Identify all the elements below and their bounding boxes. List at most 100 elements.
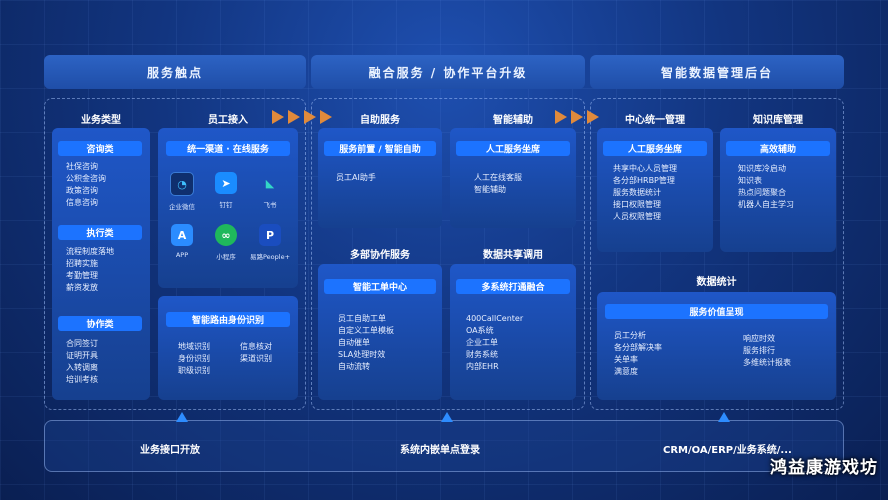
list-item: 考勤管理 bbox=[66, 271, 98, 280]
group-consult-list: 社保咨询 公积金咨询 政策咨询 信息咨询 bbox=[66, 161, 106, 209]
header-service-touchpoints: 服务触点 bbox=[44, 55, 306, 89]
list-item: 招聘实施 bbox=[66, 259, 98, 268]
app-label: 企业微信 bbox=[169, 203, 195, 211]
list-item: 渠道识别 bbox=[240, 354, 272, 363]
central-title: 中心统一管理 bbox=[625, 115, 685, 126]
list-item: 知识库冷启动 bbox=[738, 164, 786, 173]
app-feishu[interactable]: ◣ 飞书 bbox=[248, 172, 292, 210]
business-types-card bbox=[52, 128, 150, 400]
app-label: 小程序 bbox=[216, 253, 236, 261]
list-item: 关单率 bbox=[614, 355, 638, 364]
list-item: 人工在线客服 bbox=[474, 173, 522, 182]
employee-access-title: 员工接入 bbox=[208, 115, 248, 126]
list-item: SLA处理时效 bbox=[338, 350, 386, 359]
list-item: 政策咨询 bbox=[66, 186, 98, 195]
list-item: 员工自助工单 bbox=[338, 314, 386, 323]
up-arrow-icon bbox=[718, 412, 730, 422]
data-share-list: 400CallCenter OA系统 企业工单 财务系统 内部EHR bbox=[466, 313, 523, 373]
list-item: 薪资发放 bbox=[66, 283, 98, 292]
list-item: 热点问题聚合 bbox=[738, 188, 786, 197]
list-item: 社保咨询 bbox=[66, 162, 98, 171]
list-item: 企业工单 bbox=[466, 338, 498, 347]
bottom-label-systems: CRM/OA/ERP/业务系统/... bbox=[663, 445, 792, 456]
app-miniprogram[interactable]: ∞ 小程序 bbox=[204, 224, 248, 261]
group-collab-pill: 协作类 bbox=[58, 316, 142, 331]
appstore-icon: A bbox=[171, 224, 193, 246]
list-item: 各分部HRBP管理 bbox=[613, 176, 675, 185]
feishu-icon: ◣ bbox=[265, 176, 275, 190]
app-label: APP bbox=[175, 251, 189, 259]
bottom-bar bbox=[44, 420, 844, 472]
list-item: 多维统计报表 bbox=[743, 358, 791, 367]
self-service-pill: 服务前置 / 智能自助 bbox=[324, 141, 436, 156]
miniprogram-icon: ∞ bbox=[215, 224, 237, 246]
list-item: 接口权限管理 bbox=[613, 200, 661, 209]
list-item: 400CallCenter bbox=[466, 314, 524, 323]
list-item: 信息咨询 bbox=[66, 198, 98, 207]
watermark: 鸿益康游戏坊 bbox=[770, 458, 878, 478]
list-item: 身份识别 bbox=[178, 354, 210, 363]
list-item: 公积金咨询 bbox=[66, 174, 106, 183]
up-arrow-icon bbox=[441, 412, 453, 422]
multi-collab-pill: 智能工单中心 bbox=[324, 279, 436, 294]
flow-arrow bbox=[272, 110, 284, 124]
app-label: 飞书 bbox=[263, 201, 277, 209]
flow-arrow bbox=[571, 110, 583, 124]
data-share-title: 数据共享调用 bbox=[483, 250, 543, 261]
app-label: 钉钉 bbox=[219, 201, 233, 209]
flow-arrow bbox=[304, 110, 316, 124]
stats-pill: 服务价值呈现 bbox=[605, 304, 828, 319]
list-item: 知识表 bbox=[738, 176, 762, 185]
routing-pill: 智能路由身份识别 bbox=[166, 312, 290, 327]
list-item: 自动催单 bbox=[338, 338, 370, 347]
list-item: 合同签订 bbox=[66, 339, 98, 348]
list-item: OA系统 bbox=[466, 326, 494, 335]
smart-assist-pill: 人工服务坐席 bbox=[456, 141, 570, 156]
knowledge-list: 知识库冷启动 知识表 热点问题聚合 机器人自主学习 bbox=[738, 163, 794, 211]
self-service-list: 员工AI助手 bbox=[336, 172, 376, 184]
group-consult-pill: 咨询类 bbox=[58, 141, 142, 156]
stats-list-left: 员工分析 各分部解决率 关单率 满意度 bbox=[614, 330, 662, 378]
bottom-label-sso: 系统内嵌单点登录 bbox=[400, 445, 480, 456]
list-item: 财务系统 bbox=[466, 350, 498, 359]
wecom-icon: ◔ bbox=[170, 172, 194, 196]
list-item: 服务排行 bbox=[743, 346, 775, 355]
list-item: 入转调离 bbox=[66, 363, 98, 372]
list-item: 地域识别 bbox=[178, 342, 210, 351]
list-item: 员工AI助手 bbox=[336, 173, 376, 182]
list-item: 自动流转 bbox=[338, 362, 370, 371]
list-item: 员工分析 bbox=[614, 331, 646, 340]
list-item: 信息核对 bbox=[240, 342, 272, 351]
channel-pill: 统一渠道 · 在线服务 bbox=[166, 141, 290, 156]
header-data-backend: 智能数据管理后台 bbox=[590, 55, 844, 89]
list-item: 智能辅助 bbox=[474, 185, 506, 194]
section-backend bbox=[590, 98, 844, 410]
app-label: 易路People+ bbox=[249, 253, 291, 261]
bottom-label-api: 业务接口开放 bbox=[140, 445, 200, 456]
self-service-title: 自助服务 bbox=[360, 115, 400, 126]
routing-list-right: 信息核对 渠道识别 bbox=[240, 341, 272, 365]
list-item: 共享中心人员管理 bbox=[613, 164, 677, 173]
central-pill: 人工服务坐席 bbox=[603, 141, 707, 156]
list-item: 内部EHR bbox=[466, 362, 499, 371]
list-item: 自定义工单模板 bbox=[338, 326, 394, 335]
group-execute-pill: 执行类 bbox=[58, 225, 142, 240]
section-touchpoints bbox=[44, 98, 306, 410]
business-types-title: 业务类型 bbox=[81, 115, 121, 126]
list-item: 服务数据统计 bbox=[613, 188, 661, 197]
list-item: 人员权限管理 bbox=[613, 212, 661, 221]
app-people-plus[interactable]: P 易路People+ bbox=[248, 224, 292, 261]
app-dingtalk[interactable]: ➤ 钉钉 bbox=[204, 172, 248, 209]
group-execute-list: 流程制度落地 招聘实施 考勤管理 薪资发放 bbox=[66, 246, 114, 294]
app-wecom[interactable]: ◔ 企业微信 bbox=[160, 172, 204, 211]
people-plus-icon: P bbox=[259, 224, 281, 246]
central-list: 共享中心人员管理 各分部HRBP管理 服务数据统计 接口权限管理 人员权限管理 bbox=[613, 163, 677, 223]
list-item: 证明开具 bbox=[66, 351, 98, 360]
multi-collab-list: 员工自助工单 自定义工单模板 自动催单 SLA处理时效 自动流转 bbox=[338, 313, 394, 373]
flow-arrow bbox=[320, 110, 332, 124]
list-item: 响应时效 bbox=[743, 334, 775, 343]
flow-arrow bbox=[555, 110, 567, 124]
app-appstore[interactable]: A APP bbox=[160, 224, 204, 259]
stats-title: 数据统计 bbox=[696, 277, 737, 288]
group-collab-list: 合同签订 证明开具 入转调离 培训考核 bbox=[66, 338, 98, 386]
